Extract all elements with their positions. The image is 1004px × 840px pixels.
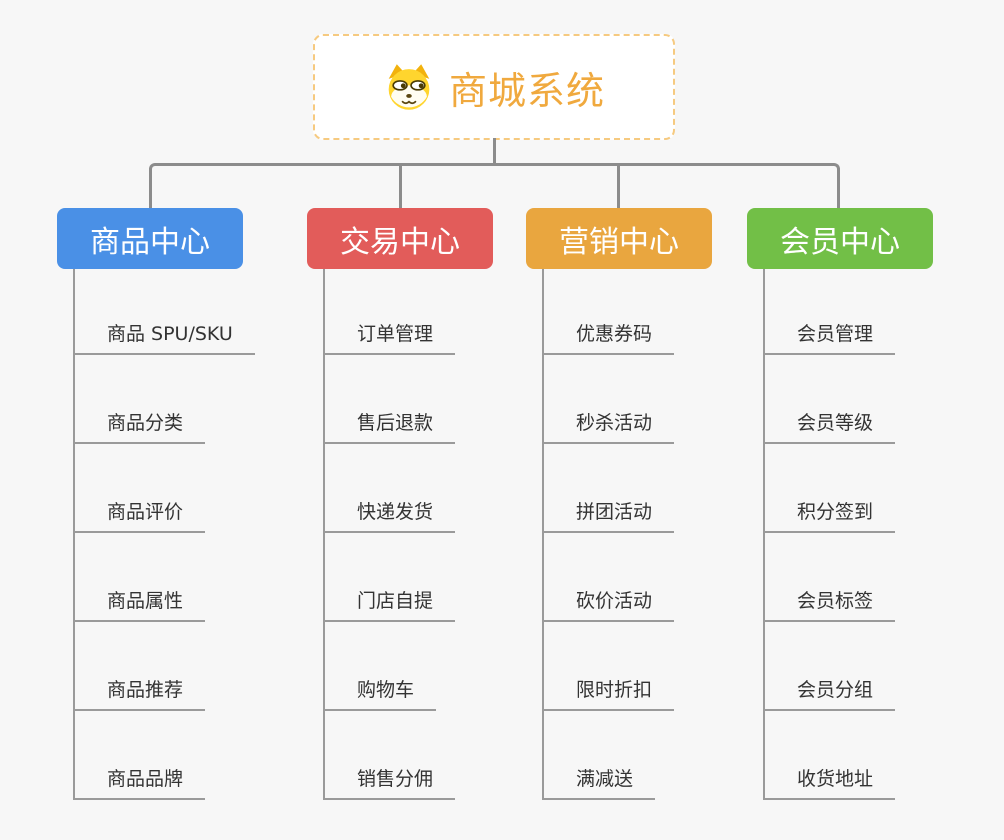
child-node[interactable]: 商品评价 [73,497,206,533]
child-node[interactable]: 商品推荐 [73,675,206,711]
branch-trade-center: 交易中心 订单管理售后退款快递发货门店自提购物车销售分佣 [307,208,557,800]
connector-root-drop [493,138,496,164]
child-node[interactable]: 收货地址 [763,764,896,800]
root-node[interactable]: 商城系统 [313,34,675,140]
child-node[interactable]: 秒杀活动 [542,408,675,444]
child-node[interactable]: 满减送 [542,764,656,800]
child-node[interactable]: 会员标签 [763,586,896,622]
child-node[interactable]: 商品品牌 [73,764,206,800]
child-node[interactable]: 拼团活动 [542,497,675,533]
child-row: 购物车 [323,622,455,711]
branch-children: 优惠券码秒杀活动拼团活动砍价活动限时折扣满减送 [542,269,675,800]
child-node[interactable]: 售后退款 [323,408,456,444]
child-node[interactable]: 砍价活动 [542,586,675,622]
child-row: 拼团活动 [542,444,675,533]
branch-product-center: 商品中心 商品 SPU/SKU 商品分类商品评价商品属性商品推荐商品品牌 [57,208,307,800]
child-row: 优惠券码 [542,269,675,355]
child-row: 会员管理 [763,269,896,355]
child-row: 积分签到 [763,444,896,533]
child-node[interactable]: 会员等级 [763,408,896,444]
branch-line [323,269,325,800]
child-node[interactable]: 会员管理 [763,319,896,355]
child-row: 快递发货 [323,444,456,533]
child-node[interactable]: 限时折扣 [542,675,675,711]
branch-member-center: 会员中心 会员管理会员等级积分签到会员标签会员分组收货地址 [747,208,997,800]
child-row: 商品评价 [73,444,255,533]
child-node[interactable]: 优惠券码 [542,319,675,355]
child-row: 秒杀活动 [542,355,675,444]
connector-drop-marketing [617,166,620,208]
branch-node-marketing-center[interactable]: 营销中心 [526,208,712,269]
child-row: 订单管理 [323,269,456,355]
branch-node-member-center[interactable]: 会员中心 [747,208,933,269]
child-row: 售后退款 [323,355,456,444]
branch-children: 订单管理售后退款快递发货门店自提购物车销售分佣 [323,269,456,800]
child-row: 会员标签 [763,533,896,622]
child-row: 商品 SPU/SKU [73,269,255,355]
child-node[interactable]: 门店自提 [323,586,456,622]
root-node-title: 商城系统 [448,68,605,113]
child-row: 会员分组 [763,622,896,711]
connector-drop-trade [399,166,402,208]
child-node[interactable]: 商品分类 [73,408,206,444]
child-node[interactable]: 购物车 [323,675,437,711]
child-node[interactable]: 销售分佣 [323,764,456,800]
connector-bus [149,163,840,208]
child-node[interactable]: 会员分组 [763,675,896,711]
child-row: 门店自提 [323,533,456,622]
child-row: 商品推荐 [73,622,255,711]
child-row: 满减送 [542,711,674,800]
branch-marketing-center: 营销中心 优惠券码秒杀活动拼团活动砍价活动限时折扣满减送 [526,208,776,800]
child-node[interactable]: 商品属性 [73,586,206,622]
branch-node-trade-center[interactable]: 交易中心 [307,208,493,269]
branch-node-product-center[interactable]: 商品中心 [57,208,243,269]
child-row: 会员等级 [763,355,896,444]
child-row: 商品属性 [73,533,255,622]
branch-children: 商品 SPU/SKU 商品分类商品评价商品属性商品推荐商品品牌 [73,269,255,800]
branch-line [73,269,75,800]
child-row: 商品分类 [73,355,255,444]
child-row: 砍价活动 [542,533,675,622]
branch-line [763,269,765,800]
child-node[interactable]: 商品 SPU/SKU [73,319,255,355]
child-row: 商品品牌 [73,711,255,800]
branch-children: 会员管理会员等级积分签到会员标签会员分组收货地址 [763,269,896,800]
child-row: 销售分佣 [323,711,456,800]
child-row: 限时折扣 [542,622,675,711]
child-node[interactable]: 订单管理 [323,319,456,355]
child-row: 收货地址 [763,711,896,800]
branch-line [542,269,544,800]
child-node[interactable]: 快递发货 [323,497,456,533]
child-node[interactable]: 积分签到 [763,497,896,533]
dog-face-icon [388,64,430,110]
